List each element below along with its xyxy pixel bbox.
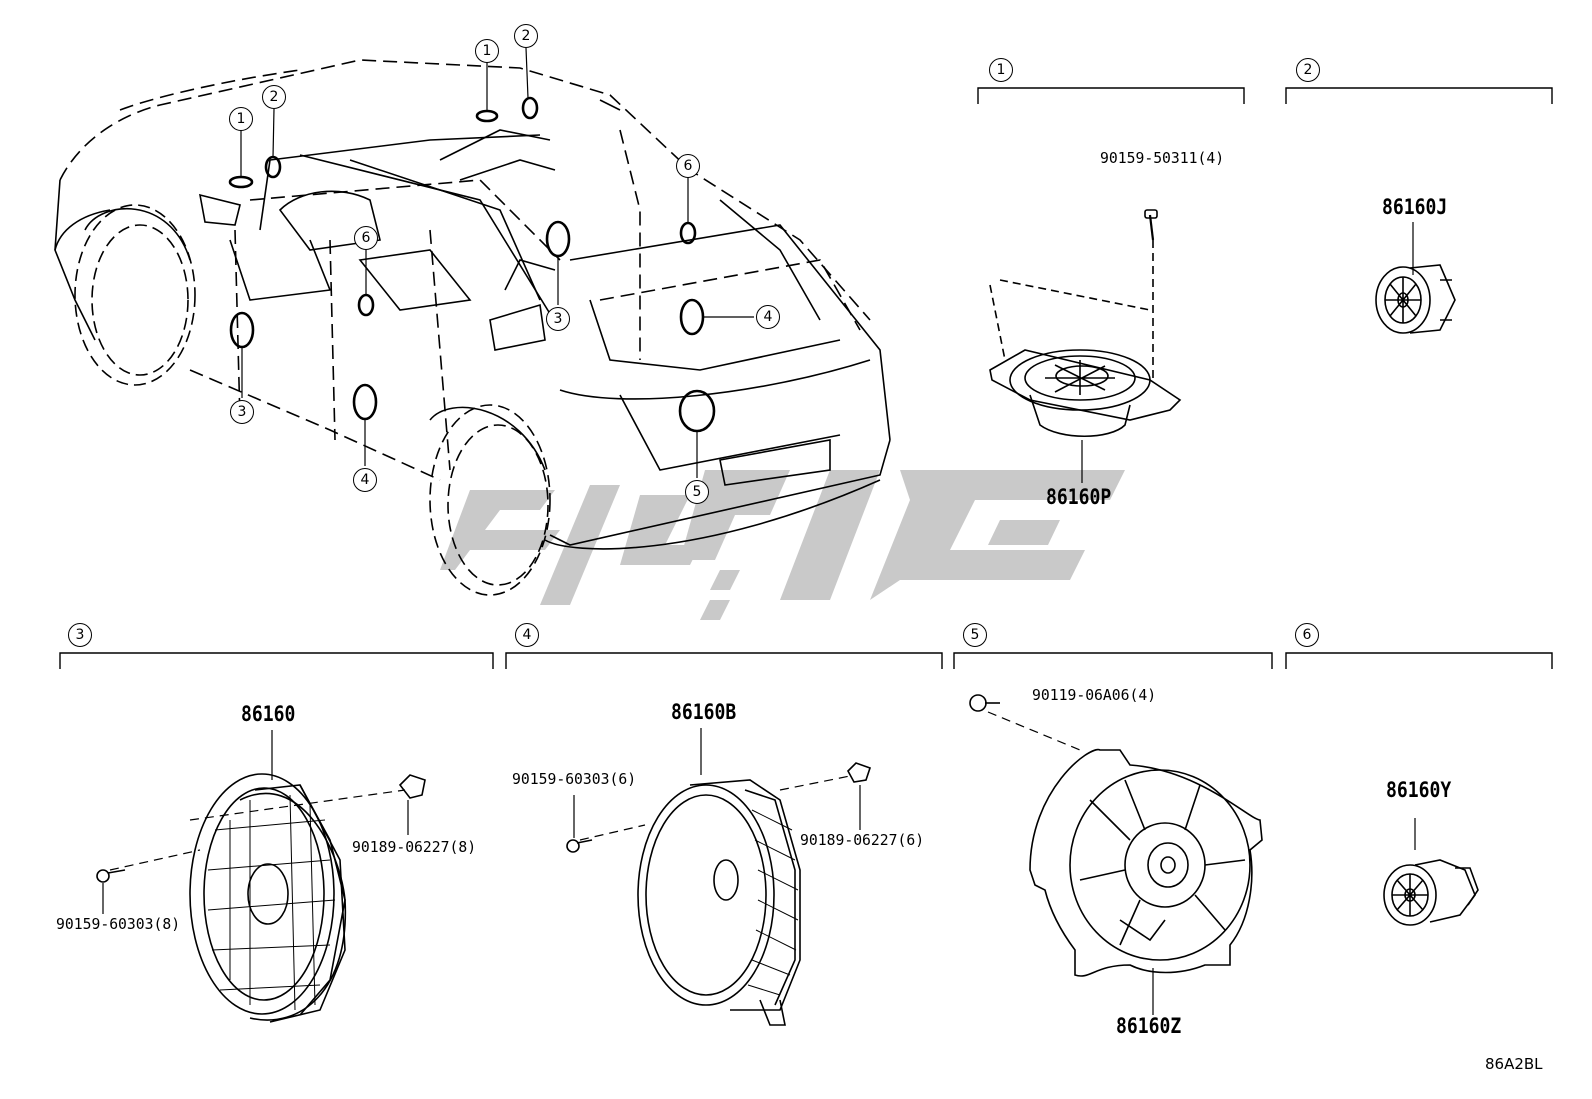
vehicle-callout-4-rear: 4 <box>756 305 780 329</box>
vehicle-callout-2-rear: 2 <box>514 24 538 48</box>
speaker-86160P-drawing <box>989 209 1182 483</box>
vehicle-callout-2-front: 2 <box>262 85 286 109</box>
vehicle-callout-1-front: 1 <box>229 107 253 131</box>
vehicle-callout-3-rear: 3 <box>546 307 570 331</box>
section-2-callout: 2 <box>1296 58 1320 82</box>
section-5-callout: 5 <box>963 623 987 647</box>
part-number-86160Y[interactable]: 86160Y <box>1386 778 1452 802</box>
part-number-90189-06227-8[interactable]: 90189-06227(8) <box>352 838 477 856</box>
section-1-callout: 1 <box>989 58 1013 82</box>
part-number-90159-50311[interactable]: 90159-50311(4) <box>1100 149 1225 167</box>
section-6-callout: 6 <box>1295 623 1319 647</box>
vehicle-illustration <box>54 59 891 596</box>
vehicle-callout-6-rear: 6 <box>676 154 700 178</box>
speaker-location-rings <box>228 96 716 433</box>
diagram-code: 86A2BL <box>1485 1055 1543 1073</box>
section-3-callout: 3 <box>68 623 92 647</box>
speaker-86160J-drawing <box>1375 222 1456 334</box>
section-4-callout: 4 <box>515 623 539 647</box>
part-number-86160P[interactable]: 86160P <box>1046 485 1112 509</box>
speaker-86160-drawing <box>96 730 426 1023</box>
part-number-86160[interactable]: 86160 <box>241 702 296 726</box>
part-number-86160B[interactable]: 86160B <box>671 700 737 724</box>
vehicle-callout-3-front: 3 <box>230 400 254 424</box>
speaker-86160Y-drawing <box>1383 818 1479 926</box>
speaker-86160Z-drawing <box>969 694 1263 1015</box>
vehicle-leader-lines <box>240 47 754 478</box>
section-brackets <box>59 87 1553 669</box>
speaker-86160B-drawing <box>566 728 872 1026</box>
part-number-90159-60303-8[interactable]: 90159-60303(8) <box>56 915 181 933</box>
part-number-90189-06227-6[interactable]: 90189-06227(6) <box>800 831 925 849</box>
vehicle-callout-6-front: 6 <box>354 226 378 250</box>
vehicle-callout-5: 5 <box>685 480 709 504</box>
part-number-86160Z[interactable]: 86160Z <box>1116 1014 1182 1038</box>
part-number-90159-60303-6[interactable]: 90159-60303(6) <box>512 770 637 788</box>
vehicle-callout-1-rear: 1 <box>475 39 499 63</box>
vehicle-callout-4-front: 4 <box>353 468 377 492</box>
part-number-90119-06A06[interactable]: 90119-06A06(4) <box>1032 686 1157 704</box>
part-number-86160J[interactable]: 86160J <box>1382 195 1448 219</box>
